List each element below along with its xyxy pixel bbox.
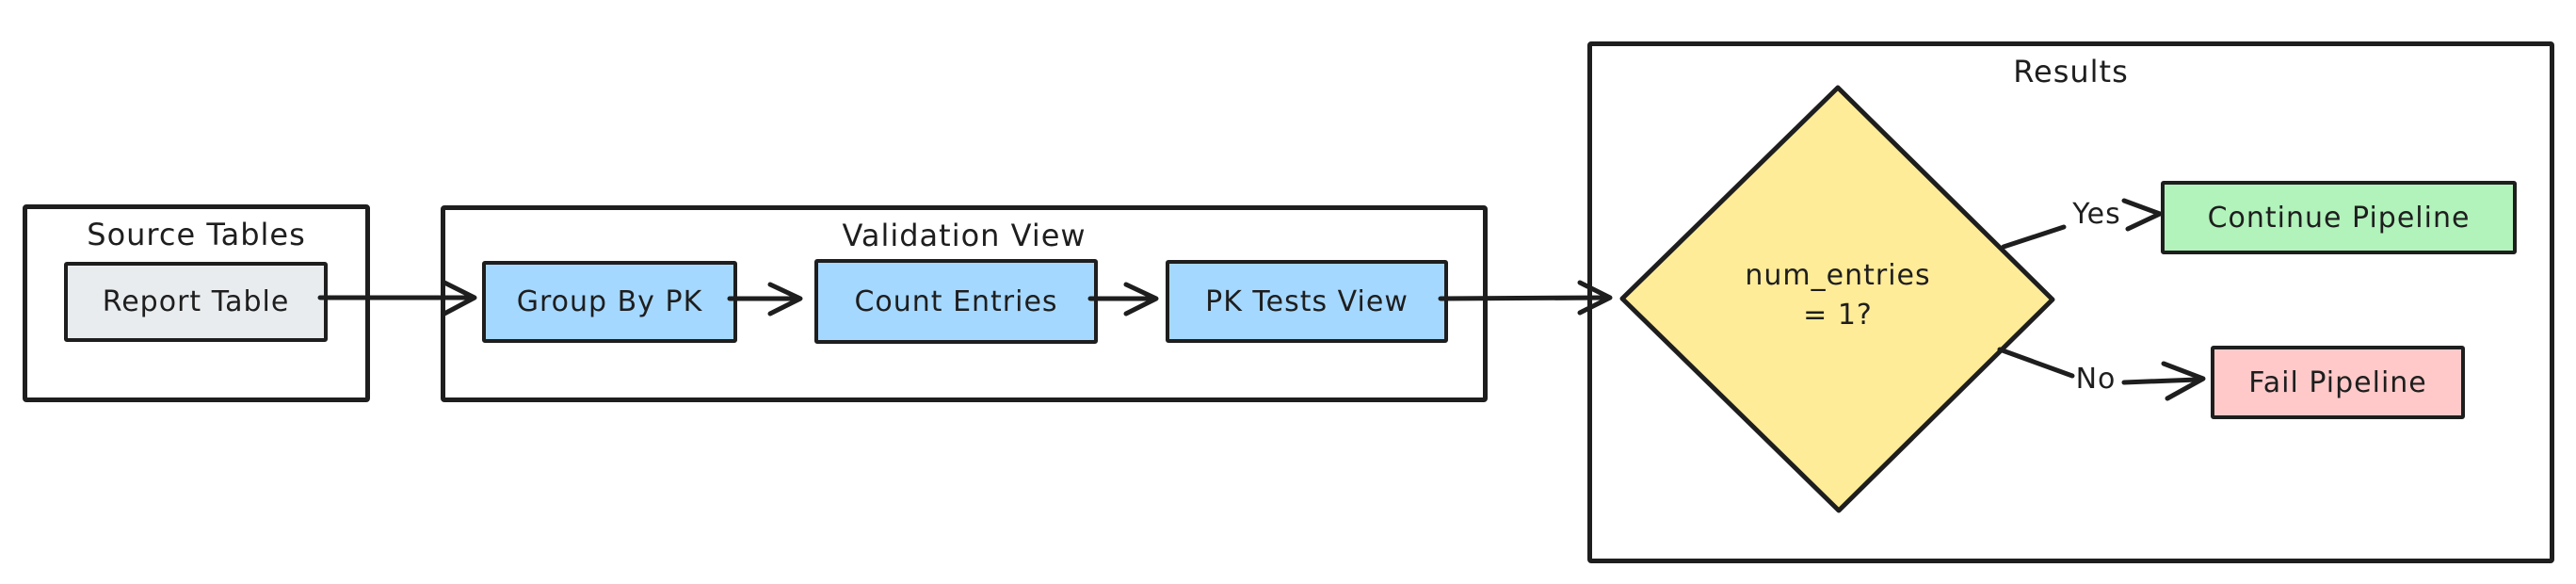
node-pk-tests-view: PK Tests View xyxy=(1166,260,1448,343)
group-results-title: Results xyxy=(2013,54,2129,89)
node-group-by-pk-label: Group By PK xyxy=(516,285,703,318)
edge-label-yes: Yes xyxy=(2072,197,2121,231)
decision-diamond-label: num_entries = 1? xyxy=(1696,256,1980,335)
decision-label-line1: num_entries xyxy=(1745,259,1931,292)
group-source-tables: Source Tables xyxy=(23,204,370,402)
node-continue-pipeline: Continue Pipeline xyxy=(2161,181,2517,254)
decision-label-line2: = 1? xyxy=(1803,299,1873,332)
node-fail-pipeline-label: Fail Pipeline xyxy=(2248,365,2427,399)
node-count-entries: Count Entries xyxy=(814,259,1098,344)
node-fail-pipeline: Fail Pipeline xyxy=(2211,346,2465,419)
node-count-entries-label: Count Entries xyxy=(854,284,1058,318)
node-continue-pipeline-label: Continue Pipeline xyxy=(2207,201,2471,235)
node-group-by-pk: Group By PK xyxy=(482,261,737,343)
node-report-table: Report Table xyxy=(64,262,328,342)
group-source-tables-title: Source Tables xyxy=(87,217,306,252)
node-pk-tests-view-label: PK Tests View xyxy=(1205,284,1409,318)
node-report-table-label: Report Table xyxy=(102,285,290,318)
edge-label-no: No xyxy=(2075,362,2117,396)
group-validation-view-title: Validation View xyxy=(842,218,1087,253)
